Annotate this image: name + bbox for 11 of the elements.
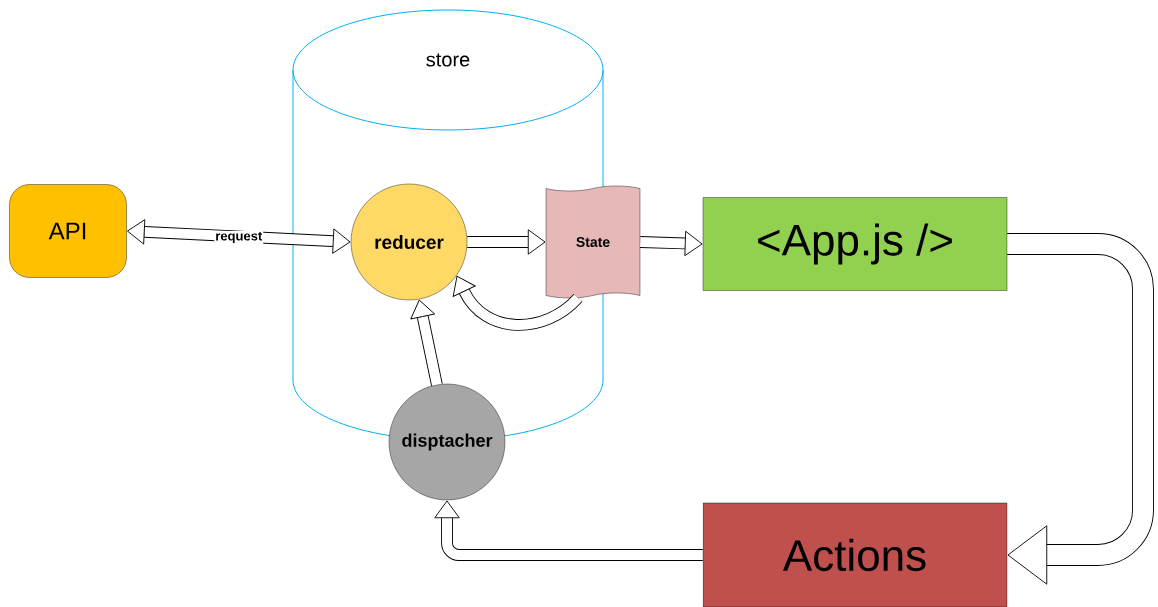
arrow xyxy=(452,275,583,331)
arrow xyxy=(1007,233,1154,585)
rounded-box: API xyxy=(9,184,127,278)
arrow xyxy=(640,230,703,257)
arrow xyxy=(127,219,351,254)
component-box: <App.js /> xyxy=(702,197,1008,291)
arrow xyxy=(410,299,443,386)
arrow xyxy=(467,229,546,255)
arrow xyxy=(434,500,703,561)
action-box: Actions xyxy=(702,502,1008,607)
edge-label: request xyxy=(214,230,264,245)
